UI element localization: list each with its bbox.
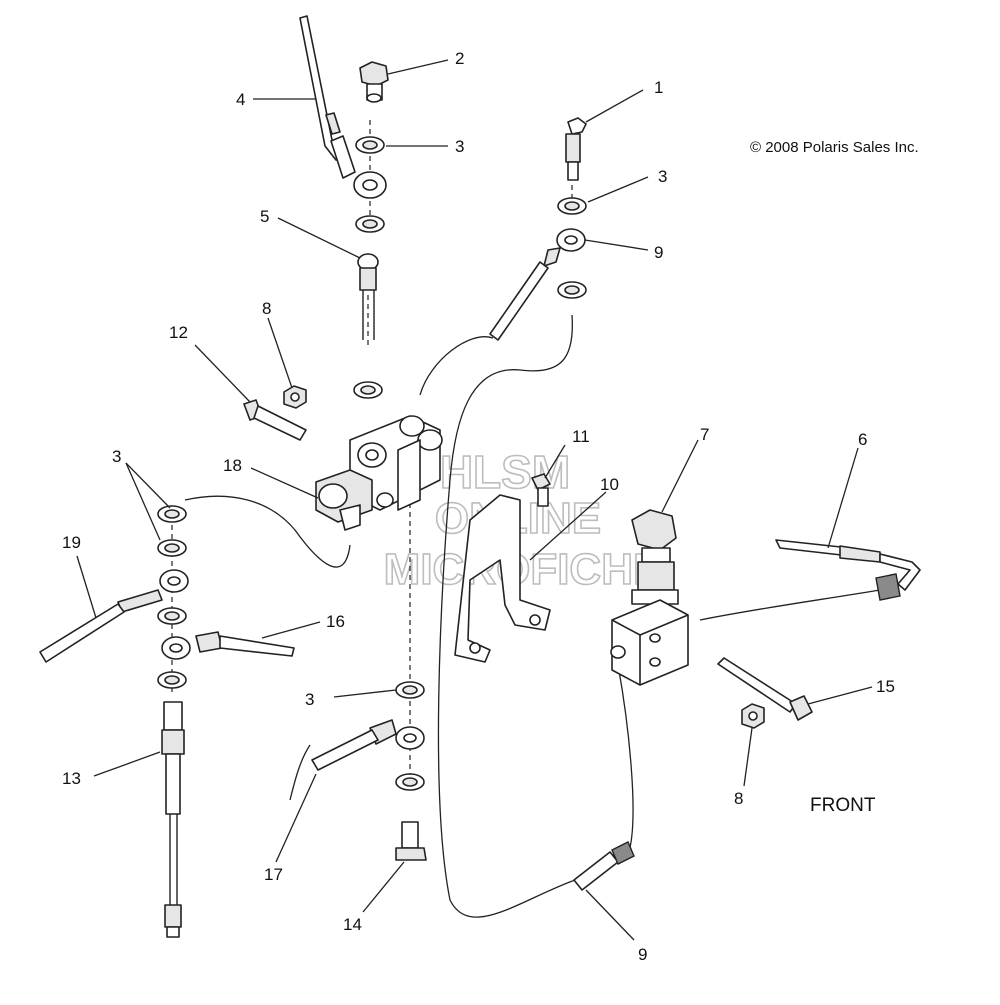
leader-lines [76,59,873,941]
callout-19: 19 [62,533,81,552]
callout-3-lower: 3 [305,690,314,709]
nut-part-8-lower [741,703,765,729]
callout-2: 2 [455,49,464,68]
bolt-part-15 [717,657,813,721]
brake-line-part-17 [311,719,425,771]
callout-12: 12 [169,323,188,342]
callout-15: 15 [876,677,895,696]
proportioning-valve-part-7 [610,509,689,686]
bracket-part-10 [454,494,551,663]
brake-line-paths [184,314,881,918]
banjo-bolt-part-2 [359,61,389,103]
front-direction-label: FRONT [810,795,876,816]
callout-3-top: 3 [455,137,464,156]
callout-17: 17 [264,865,283,884]
banjo-line-part-9-upper [489,228,586,341]
callout-16: 16 [326,612,345,631]
brake-hose-part-13 [161,701,185,938]
watermark-line-3: MICROFICHE [384,545,663,594]
callout-9-upper: 9 [654,243,663,262]
callout-8-lower: 8 [734,789,743,808]
brake-line-part-16 [161,631,295,660]
callout-14: 14 [343,915,362,934]
callout-6: 6 [858,430,867,449]
valve-block-part-18 [315,415,443,531]
callout-3-left: 3 [112,447,121,466]
brake-line-part-19 [39,569,189,663]
callout-5: 5 [260,207,269,226]
nut-part-8-upper [283,385,307,409]
brake-line-part-6 [775,539,921,601]
callout-8-upper: 8 [262,299,271,318]
sealing-washers-part-3 [157,136,587,791]
callout-10: 10 [600,475,619,494]
callout-7: 7 [700,425,709,444]
callout-numbers: 1 2 3 3 3 3 4 5 6 7 8 8 9 9 10 11 12 13 … [62,49,895,964]
callout-18: 18 [223,456,242,475]
copyright-notice: © 2008 Polaris Sales Inc. [750,139,919,156]
callout-3-right: 3 [658,167,667,186]
callout-4: 4 [236,90,245,109]
callout-13: 13 [62,769,81,788]
watermark-line-1: HLSM [440,446,570,498]
adapter-fitting-part-5 [357,253,379,340]
callout-1: 1 [654,78,663,97]
callout-9-lower: 9 [638,945,647,964]
banjo-bolt-part-14 [395,821,427,861]
switch-part-1 [565,117,587,181]
brake-line-part-4 [299,15,387,199]
bolt-part-12 [243,399,307,441]
line-fitting-part-9-lower [573,841,635,891]
callout-11: 11 [572,427,590,446]
